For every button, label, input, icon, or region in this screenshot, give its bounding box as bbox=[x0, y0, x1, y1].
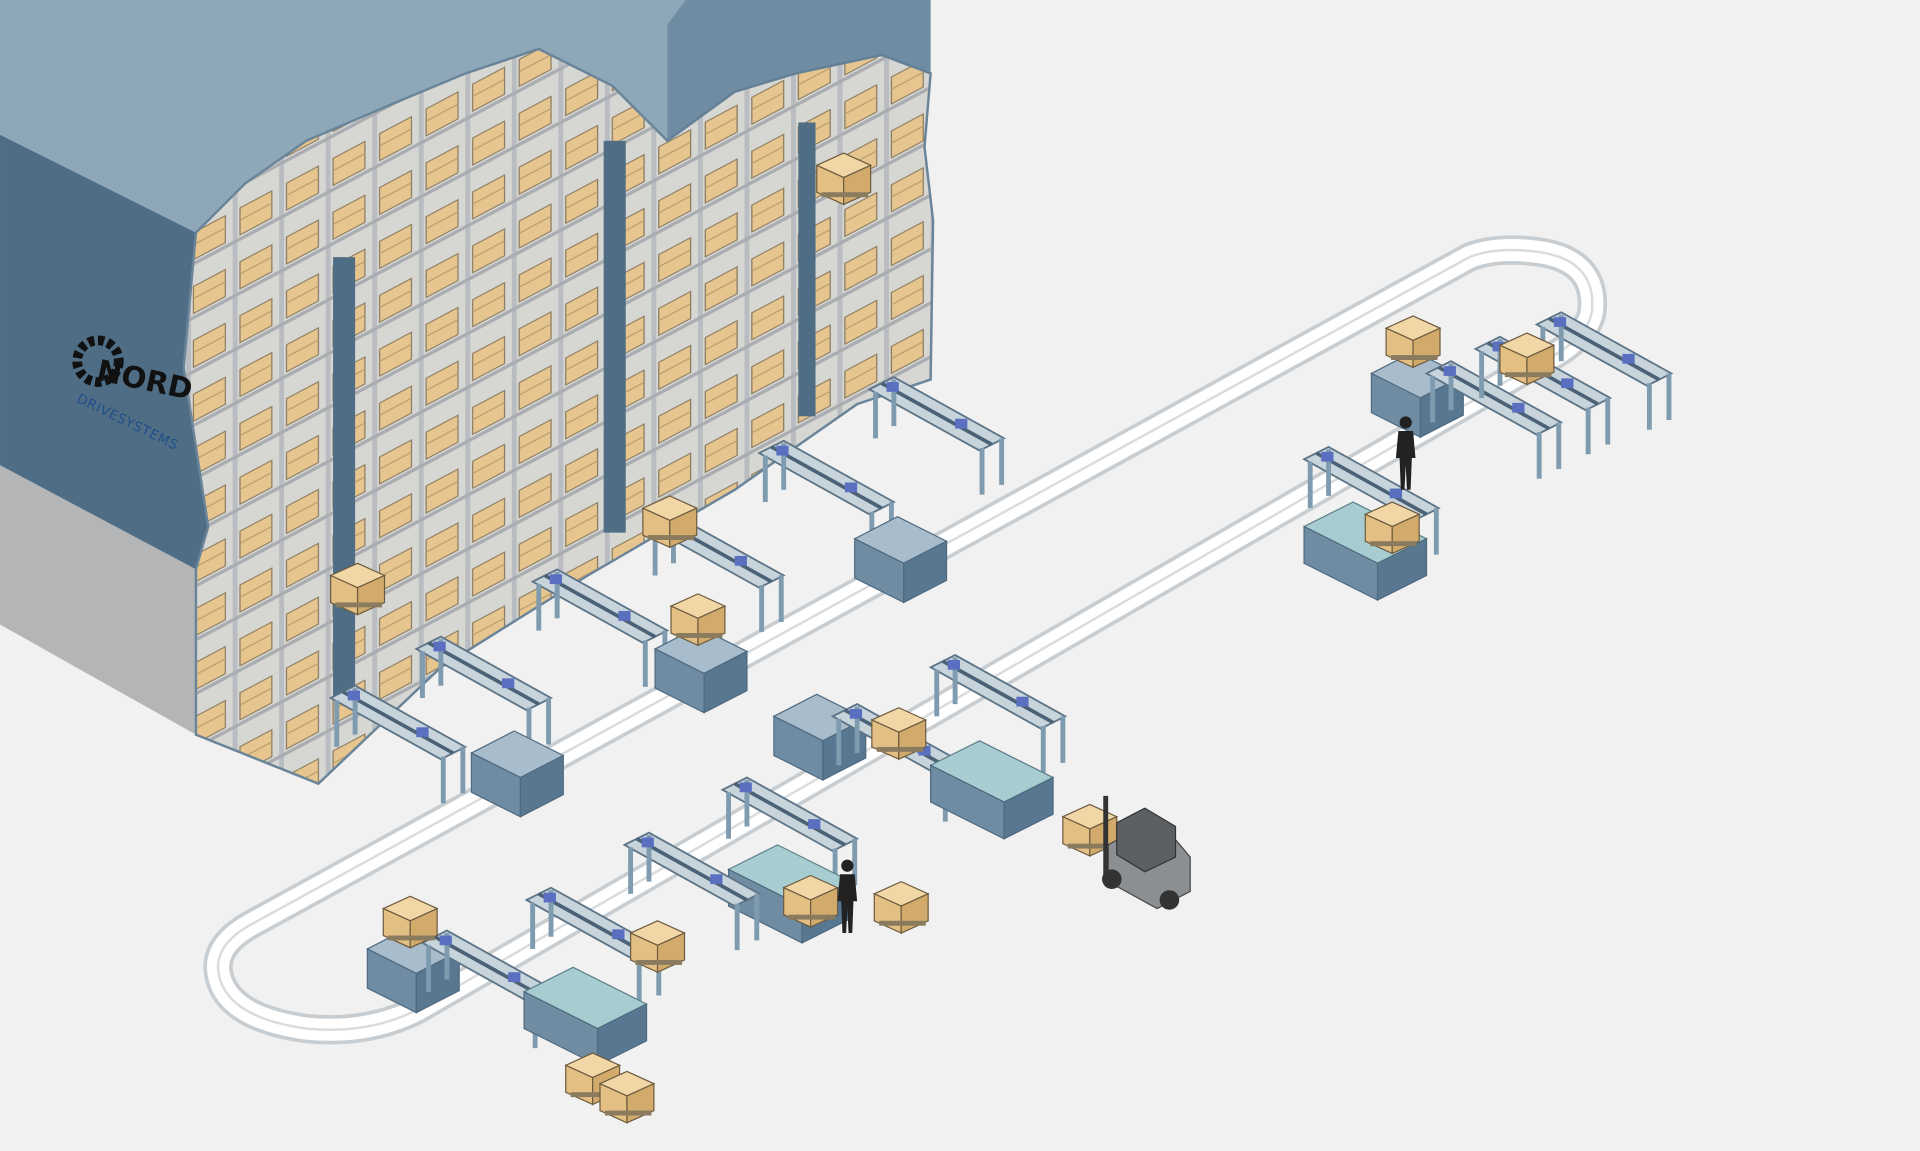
roller-conveyor bbox=[930, 740, 1054, 840]
conveyor-station bbox=[533, 569, 668, 687]
conveyor-station bbox=[869, 377, 1004, 495]
building-base bbox=[0, 465, 196, 735]
pallet-box bbox=[873, 881, 929, 934]
pallet-box bbox=[382, 895, 438, 949]
stacker-crane-mast bbox=[798, 122, 816, 417]
forklift bbox=[1102, 795, 1191, 910]
pallet-box bbox=[1385, 315, 1441, 368]
roller-conveyor bbox=[523, 966, 648, 1066]
conveyor-track-loop bbox=[203, 235, 1608, 1045]
pallet-box bbox=[630, 920, 686, 973]
gear-icon bbox=[72, 335, 124, 387]
stacker-crane-mast bbox=[603, 140, 626, 533]
building-wall bbox=[0, 134, 209, 570]
storage-racks bbox=[182, 47, 935, 786]
pallet-box bbox=[670, 593, 726, 646]
stacker-crane-mast bbox=[333, 257, 356, 698]
